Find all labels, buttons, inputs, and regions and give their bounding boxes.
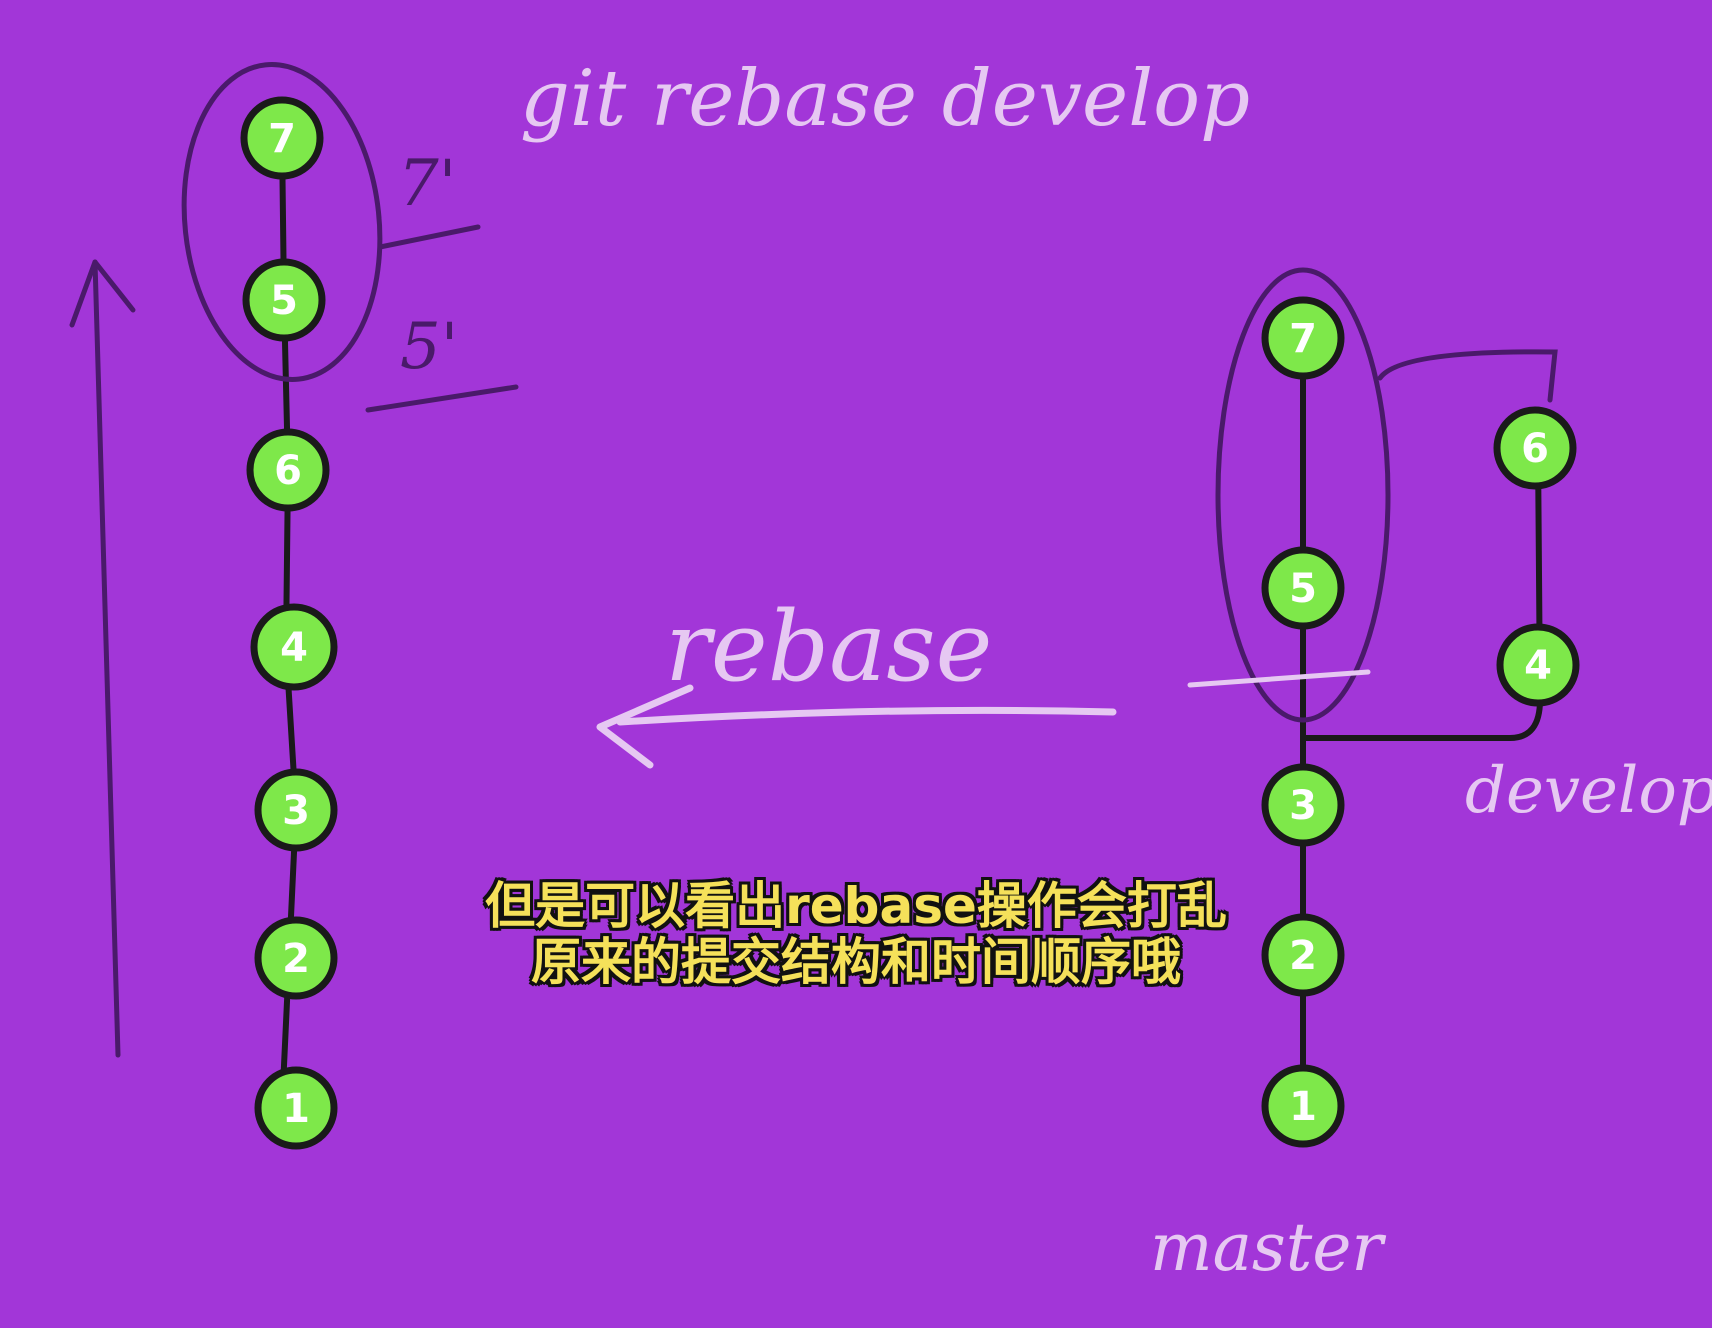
svg-text:2: 2: [1289, 933, 1317, 979]
left-arrow-icon: [596, 684, 1117, 769]
develop-node-6: 6: [1493, 406, 1577, 490]
prime-7-label: 7': [398, 147, 456, 221]
svg-text:1: 1: [1289, 1084, 1317, 1130]
svg-text:5: 5: [1289, 566, 1317, 612]
title-text: git rebase develop: [520, 54, 1250, 144]
left-node-1: 1: [254, 1066, 338, 1150]
svg-text:4: 4: [1524, 643, 1552, 689]
prime-5-underline: [365, 384, 519, 413]
left-node-3: 3: [254, 768, 338, 852]
left-node-5: 5: [242, 258, 326, 342]
svg-text:3: 3: [1289, 783, 1317, 829]
svg-text:6: 6: [1521, 426, 1549, 472]
master-label: master: [1150, 1209, 1386, 1286]
left-node-6: 6: [246, 428, 330, 512]
svg-text:4: 4: [280, 625, 308, 671]
develop-merge-line: [1377, 349, 1558, 403]
svg-text:7: 7: [268, 116, 296, 162]
svg-text:1: 1: [282, 1086, 310, 1132]
svg-text:3: 3: [282, 788, 310, 834]
right-highlight-ellipse: [1215, 267, 1391, 723]
master-node-3: 3: [1261, 763, 1345, 847]
develop-label: develop: [1465, 754, 1712, 828]
develop-node-4: 4: [1496, 623, 1580, 707]
svg-text:6: 6: [274, 448, 302, 494]
master-node-2: 2: [1261, 913, 1345, 997]
master-node-7: 7: [1261, 296, 1345, 380]
left-node-7: 7: [240, 96, 324, 180]
rebase-arrow-label: rebase: [665, 591, 992, 703]
up-arrow-icon: [69, 259, 136, 1058]
prime-7-underline: [377, 224, 481, 250]
left-node-4: 4: [250, 603, 338, 691]
chalk-divider: [1187, 669, 1371, 688]
master-node-5: 5: [1261, 546, 1345, 630]
master-node-1: 1: [1261, 1064, 1345, 1148]
left-node-2: 2: [254, 916, 338, 1000]
svg-text:2: 2: [282, 936, 310, 982]
prime-5-label: 5': [400, 310, 458, 384]
svg-text:7: 7: [1289, 316, 1317, 362]
left-highlight-ellipse: [181, 62, 383, 382]
svg-text:5: 5: [270, 278, 298, 324]
